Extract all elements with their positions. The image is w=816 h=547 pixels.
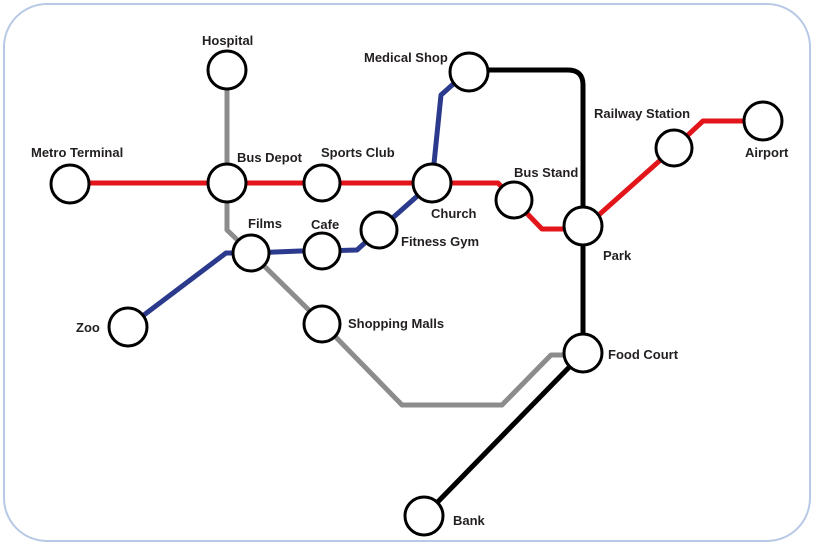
station-medical-shop[interactable] — [448, 51, 490, 93]
label-park: Park — [603, 248, 632, 263]
station-metro-terminal[interactable] — [49, 163, 91, 205]
station-hospital[interactable] — [206, 49, 248, 91]
station-films[interactable] — [231, 233, 271, 273]
station-fitness-gym[interactable] — [359, 210, 399, 250]
station-church[interactable] — [411, 162, 453, 204]
station-bank[interactable] — [403, 495, 445, 537]
label-films: Films — [248, 216, 282, 231]
label-bank: Bank — [453, 513, 486, 528]
label-hospital: Hospital — [202, 33, 253, 48]
station-bus-stand[interactable] — [494, 180, 534, 220]
station-zoo[interactable] — [107, 306, 149, 348]
label-fitness-gym: Fitness Gym — [401, 234, 479, 249]
label-church: Church — [431, 206, 477, 221]
station-food-court[interactable] — [562, 332, 604, 374]
map-frame — [3, 3, 811, 542]
station-park[interactable] — [562, 205, 604, 247]
label-railway-station: Railway Station — [594, 106, 690, 121]
label-sports-club: Sports Club — [321, 145, 395, 160]
station-airport[interactable] — [742, 100, 784, 142]
gray-line — [224, 67, 584, 408]
label-food-court: Food Court — [608, 347, 679, 362]
label-airport: Airport — [745, 145, 789, 160]
black-line — [421, 67, 586, 519]
station-cafe[interactable] — [302, 231, 342, 271]
label-shopping-malls: Shopping Malls — [348, 316, 444, 331]
station-railway-station[interactable] — [654, 128, 694, 168]
label-bus-stand: Bus Stand — [514, 165, 578, 180]
label-medical-shop: Medical Shop — [364, 50, 448, 65]
label-zoo: Zoo — [76, 320, 100, 335]
station-sports-club[interactable] — [302, 163, 342, 203]
station-bus-depot[interactable] — [206, 162, 248, 204]
label-metro-terminal: Metro Terminal — [31, 145, 123, 160]
station-shopping-malls[interactable] — [302, 304, 342, 344]
label-bus-depot: Bus Depot — [237, 150, 303, 165]
blue-line — [125, 67, 472, 330]
label-cafe: Cafe — [311, 217, 339, 232]
